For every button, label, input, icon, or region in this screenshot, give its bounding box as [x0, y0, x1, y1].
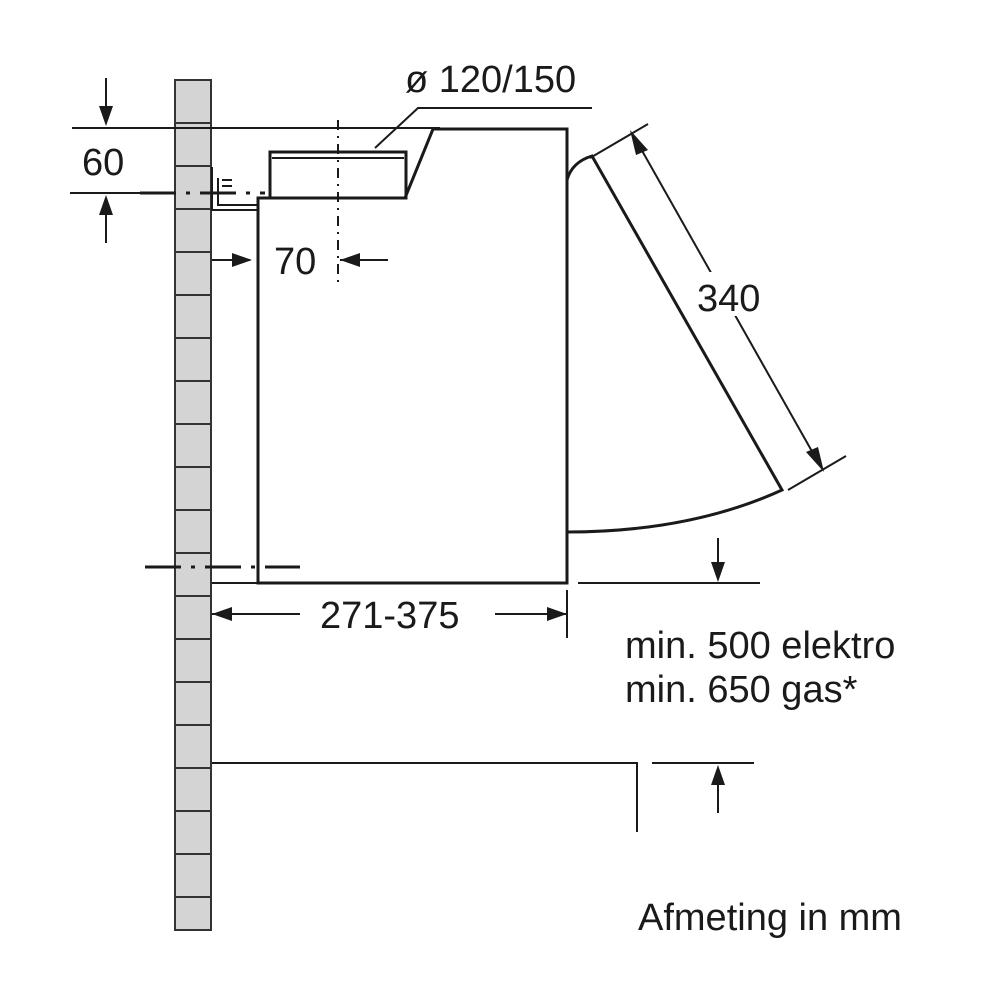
depth-arrow-left: [212, 607, 232, 621]
duct-connector: [268, 120, 408, 285]
wall-brick-lines: [175, 122, 211, 898]
wall-body: [174, 79, 212, 931]
top-offset-label: 60: [82, 142, 124, 184]
visor-length-label: 340: [697, 278, 760, 320]
duct-diameter-label: ø 120/150: [405, 59, 576, 101]
wall: [174, 79, 212, 931]
duct-offset-arrow-left: [232, 253, 252, 267]
min-height-arrow-top: [711, 562, 725, 582]
units-note: Afmeting in mm: [638, 897, 902, 939]
top-offset-dimension: 60: [82, 78, 124, 243]
visor-ext-top: [589, 123, 649, 159]
duct-offset-arrow-right: [340, 253, 360, 267]
visor-label-bg: [692, 272, 776, 316]
depth-arrow-right: [547, 607, 567, 621]
min-height-arrow-bottom: [711, 765, 725, 785]
visor-outline: [565, 154, 785, 534]
min-height-gas-label: min. 650 gas*: [625, 669, 858, 711]
visor-length-dimension: 340: [589, 123, 847, 491]
visor: [565, 154, 785, 534]
cooktop-counter: [212, 762, 638, 832]
duct-diameter-leader: [374, 107, 592, 149]
min-height-dimension: min. 500 elektro min. 650 gas*: [578, 538, 895, 813]
duct-offset-dimension: 70: [212, 241, 388, 283]
min-height-electric-label: min. 500 elektro: [625, 625, 895, 667]
visor-ext-bottom: [787, 455, 847, 491]
wall-bracket: [211, 167, 258, 211]
top-offset-arrow-lower: [99, 195, 113, 215]
depth-range-label: 271-375: [320, 595, 459, 637]
duct-offset-label: 70: [274, 241, 316, 283]
visor-dim-arrow-top: [630, 130, 648, 155]
depth-dimension: 271-375: [212, 590, 568, 638]
top-offset-arrow-upper: [99, 106, 113, 126]
visor-dim-arrow-bottom: [806, 447, 824, 472]
